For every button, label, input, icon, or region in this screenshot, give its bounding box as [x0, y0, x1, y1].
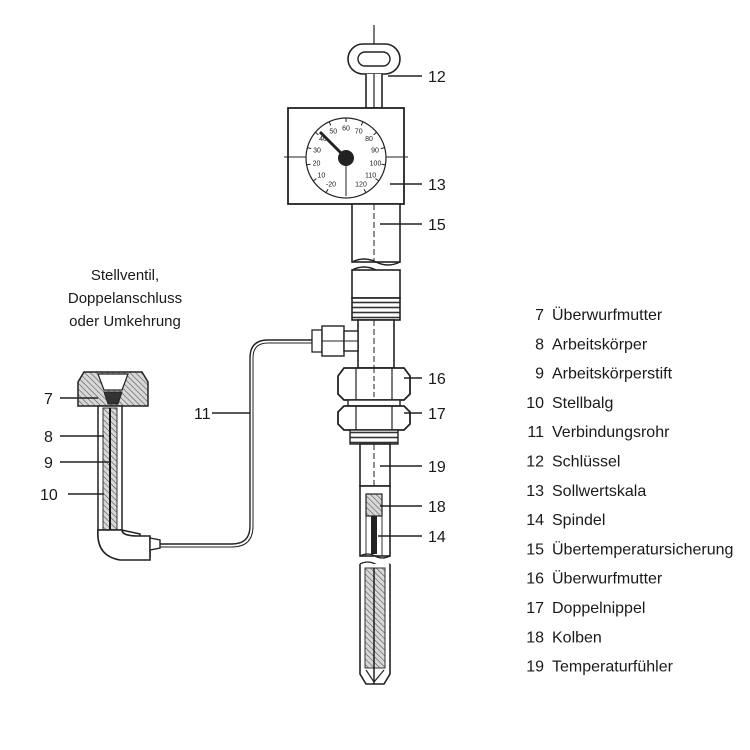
- legend-number: 13: [526, 483, 544, 500]
- capillary-fitting: [311, 325, 359, 357]
- callout-13: 13: [428, 177, 446, 194]
- dial-tick-mark: [307, 147, 312, 150]
- dial-tick-mark: [306, 163, 311, 166]
- legend-number: 10: [526, 395, 544, 412]
- callout-8: 8: [44, 429, 53, 446]
- setting-key: [347, 43, 401, 109]
- dial-tick-mark: [328, 121, 332, 126]
- dial-tick-label: 100: [370, 161, 382, 168]
- legend-number: 8: [535, 336, 544, 353]
- callout-16: 16: [428, 371, 446, 388]
- dial-tick-mark: [380, 147, 385, 150]
- callout-17: 17: [428, 406, 446, 423]
- dial-tick-label: 80: [365, 136, 373, 143]
- callout-18: 18: [428, 499, 446, 516]
- legend-number: 9: [535, 366, 544, 383]
- dial-tick-label: -20: [326, 182, 336, 189]
- dial-tick-label: 120: [355, 182, 367, 189]
- legend-label: Doppelnippel: [552, 600, 645, 617]
- callout-11: 11: [194, 406, 211, 423]
- temperature-sensor: [359, 443, 391, 685]
- legend-label: Spindel: [552, 512, 605, 529]
- callout-labels: 7 8 9 10 11 12 13 15 16 17 19 18 14: [40, 69, 446, 546]
- legend-label: Schlüssel: [552, 454, 620, 471]
- callout-7: 7: [44, 391, 53, 408]
- callout-9: 9: [44, 455, 53, 472]
- valve-caption-line-1: Stellventil,: [91, 267, 159, 284]
- legend-number: 7: [535, 307, 544, 324]
- valve-caption-line-2: Doppelanschluss: [68, 290, 182, 307]
- callout-14: 14: [428, 529, 446, 546]
- callout-19: 19: [428, 459, 446, 476]
- legend-number: 16: [526, 571, 544, 588]
- double-nipple: [337, 399, 411, 445]
- legend-label: Temperaturfühler: [552, 659, 674, 676]
- dial-tick-mark: [325, 188, 329, 193]
- overtemp-safety: [351, 203, 401, 266]
- dial-tick-mark: [363, 188, 367, 193]
- legend-number: 12: [526, 454, 544, 471]
- dial-tick-mark: [375, 178, 380, 182]
- legend-number: 17: [526, 600, 544, 617]
- legend-label: Sollwertskala: [552, 483, 646, 500]
- dial-tick-mark: [360, 121, 364, 126]
- sensor-filling: [364, 567, 386, 669]
- dial-tick-label: 30: [313, 148, 321, 155]
- dial-pointer: [318, 130, 348, 160]
- dial-tick-mark: [373, 131, 377, 136]
- legend-number: 18: [526, 629, 544, 646]
- capillary-tube: [160, 339, 312, 548]
- callout-15: 15: [428, 217, 446, 234]
- dial-tick-label: 10: [318, 173, 326, 180]
- dial-tick-label: 60: [342, 126, 350, 133]
- dial-tick-mark: [381, 163, 386, 166]
- leader-lines: [60, 75, 422, 537]
- legend-label: Kolben: [552, 629, 602, 646]
- threaded-sleeve: [351, 297, 401, 321]
- legend-number: 11: [527, 424, 544, 441]
- valve-assembly: Stellventil, Doppelanschluss oder Umkehr…: [68, 267, 182, 561]
- legend-number: 15: [526, 541, 544, 558]
- legend-label: Überwurfmutter: [552, 306, 663, 324]
- legend-label: Arbeitskörper: [552, 336, 648, 353]
- dial-tick-mark: [312, 178, 317, 182]
- dial-tick-label: 110: [365, 173, 376, 180]
- legend-label: Übertemperatursicherung: [552, 540, 733, 558]
- piston: [365, 493, 383, 517]
- dial-tick-mark: [315, 131, 319, 136]
- nipple-thread: [349, 429, 399, 445]
- dial-tick-label: 50: [329, 128, 337, 135]
- valve-caption-line-3: oder Umkehrung: [69, 313, 181, 330]
- spindle: [371, 516, 377, 554]
- legend-label: Arbeitskörperstift: [552, 366, 673, 383]
- union-nut-16: [337, 367, 411, 401]
- dial-tick-label: 70: [355, 128, 363, 135]
- callout-10: 10: [40, 487, 58, 504]
- dial-tick-label: 90: [371, 148, 379, 155]
- legend-label: Verbindungsrohr: [552, 424, 670, 441]
- legend-number: 14: [526, 512, 544, 529]
- legend-label: Überwurfmutter: [552, 570, 663, 588]
- dial-tick-label: 20: [313, 161, 321, 168]
- legend-label: Stellbalg: [552, 395, 613, 412]
- callout-12: 12: [428, 69, 446, 86]
- dial-tick-label: 40: [319, 136, 327, 143]
- legend-number: 19: [526, 659, 544, 676]
